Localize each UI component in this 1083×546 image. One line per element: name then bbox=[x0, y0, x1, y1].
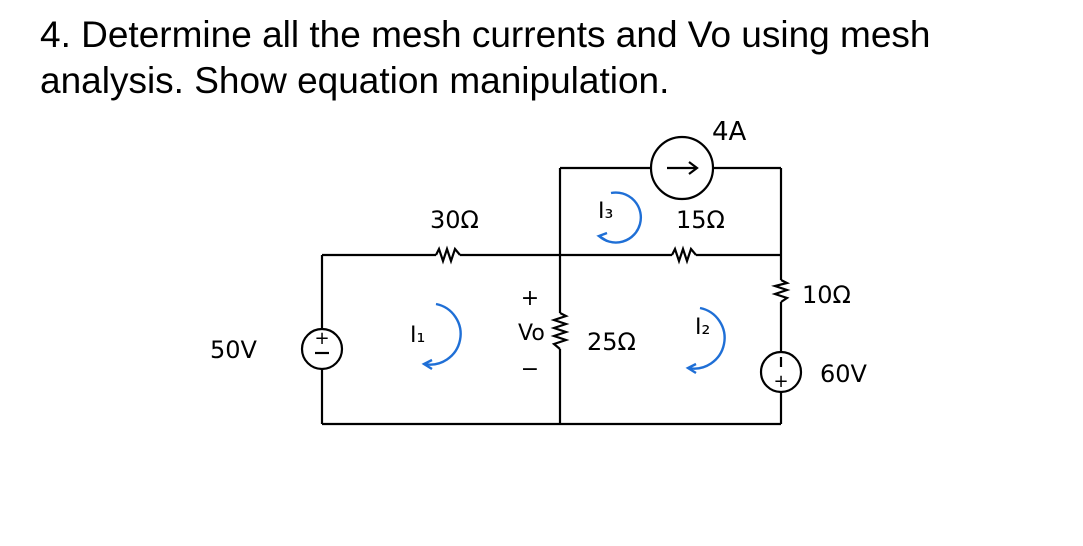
problem-line-1: 4. Determine all the mesh currents and V… bbox=[40, 14, 931, 55]
label-r25: 25Ω bbox=[587, 328, 636, 356]
source-50-plus: + bbox=[314, 328, 329, 349]
current-source-4a bbox=[649, 135, 715, 201]
problem-statement: 4. Determine all the mesh currents and V… bbox=[40, 12, 1060, 104]
mesh-arrow-i1 bbox=[423, 302, 462, 366]
vo-plus-sign: + bbox=[521, 286, 539, 311]
resistor-15 bbox=[671, 245, 697, 265]
resistor-30 bbox=[435, 245, 461, 265]
label-r10: 10Ω bbox=[802, 281, 851, 309]
label-current-source-4a: 4A bbox=[712, 117, 747, 147]
label-source-60v: 60V bbox=[820, 360, 868, 388]
label-r30: 30Ω bbox=[430, 206, 479, 234]
mesh-arrow-i3 bbox=[598, 191, 643, 244]
label-mesh-i1: I₁ bbox=[410, 323, 425, 348]
circuit-wires bbox=[320, 166, 783, 426]
voltage-source-50v: + bbox=[300, 327, 344, 371]
label-vo: Vo bbox=[518, 321, 545, 346]
resistor-10 bbox=[771, 279, 791, 303]
vo-minus-sign: − bbox=[521, 357, 539, 382]
label-source-50v: 50V bbox=[210, 336, 258, 364]
problem-line-2: analysis. Show equation manipulation. bbox=[40, 60, 670, 101]
source-60-plus: + bbox=[773, 371, 788, 392]
label-r15: 15Ω bbox=[676, 206, 725, 234]
resistor-25 bbox=[550, 312, 570, 350]
mesh-arrow-i2 bbox=[687, 306, 726, 370]
label-mesh-i3: I₃ bbox=[598, 199, 613, 224]
voltage-source-60v: + bbox=[759, 350, 803, 394]
label-mesh-i2: I₂ bbox=[695, 315, 710, 340]
